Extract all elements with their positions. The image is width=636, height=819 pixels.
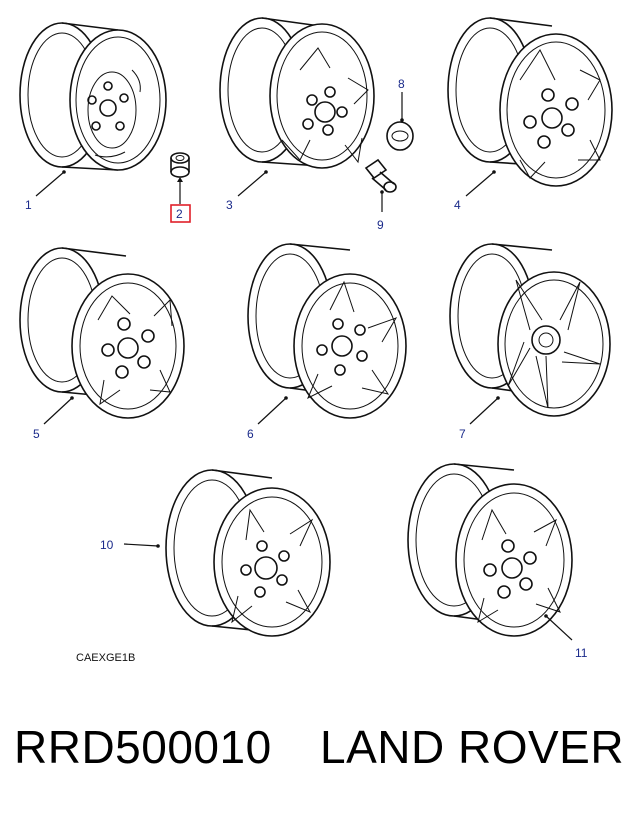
diagram-code: CAEXGE1B xyxy=(76,652,135,664)
callout-5: 5 xyxy=(33,427,40,441)
callout-9: 9 xyxy=(377,218,384,232)
brand-name: LAND ROVER xyxy=(320,721,625,773)
callout-6: 6 xyxy=(247,427,254,441)
wheel-nut-part xyxy=(170,152,190,178)
wheel-parts-diagram: 1 2 3 4 5 6 7 8 9 10 11 CAEXGE1B xyxy=(19,17,613,664)
wheel-7-alloy xyxy=(449,243,611,417)
part-number: RRD500010 xyxy=(14,721,272,773)
wheel-5-alloy xyxy=(19,247,185,419)
callout-2-highlight-box xyxy=(170,204,191,223)
callout-11: 11 xyxy=(575,646,588,660)
callout-10: 10 xyxy=(100,538,114,552)
locking-nut-part xyxy=(364,158,397,193)
wheel-11-alloy xyxy=(407,463,573,637)
callout-7: 7 xyxy=(459,427,466,441)
callout-2: 2 xyxy=(176,207,183,221)
wheel-1-steel xyxy=(19,22,167,171)
callout-1: 1 xyxy=(25,198,32,212)
center-cap-part xyxy=(386,121,414,151)
callout-3: 3 xyxy=(226,198,233,212)
wheel-10-alloy xyxy=(165,469,331,637)
wheel-3-alloy xyxy=(219,17,375,169)
wheel-4-alloy xyxy=(447,17,613,187)
callout-8: 8 xyxy=(398,77,405,91)
footer xyxy=(0,690,636,819)
callout-4: 4 xyxy=(454,198,461,212)
wheel-6-alloy xyxy=(247,243,407,419)
leader-lines xyxy=(35,92,573,641)
